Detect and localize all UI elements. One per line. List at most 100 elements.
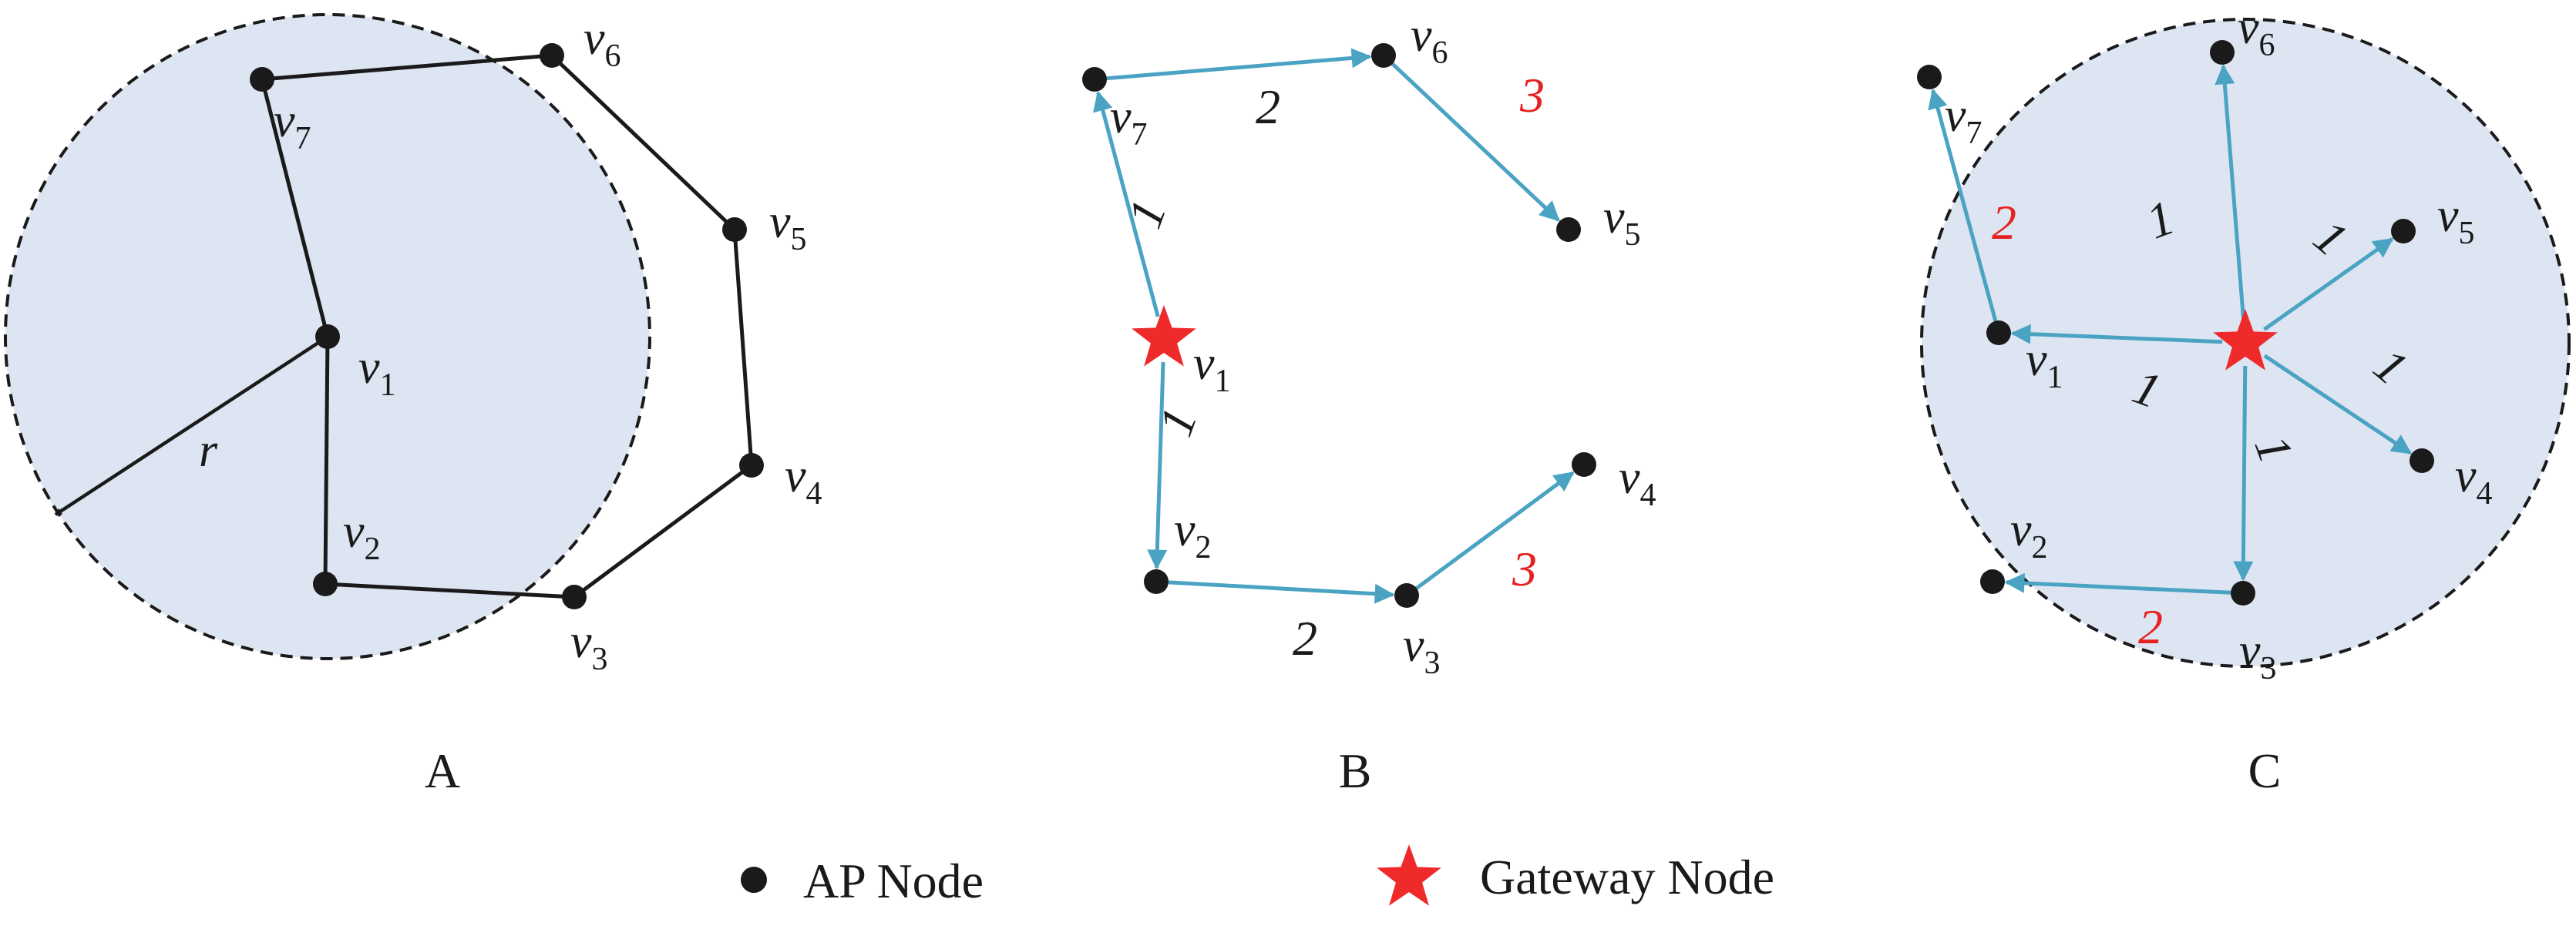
panel-b-node-v3 <box>1394 583 1419 608</box>
panel-b-label-v6-base: v <box>1411 9 1432 62</box>
panel-c-arrow-gw-v1 <box>2010 324 2223 344</box>
panel-c-node-v3 <box>2231 581 2255 606</box>
panel-b-label-v4: v4 <box>1619 451 1656 513</box>
panel-a-link-v1-v7 <box>260 79 330 337</box>
panel-caption-b: B <box>1339 743 1372 798</box>
panel-a-link-v5-v4 <box>732 229 754 466</box>
panel-c-label-v4-subscript: 4 <box>2477 476 2493 512</box>
panel-c-label-v4-base: v <box>2455 450 2477 502</box>
panel-b-label-v6-subscript: 6 <box>1432 35 1448 71</box>
panel-c-label-v7-base: v <box>1945 89 1966 142</box>
panel-b-node-v2 <box>1144 569 1169 594</box>
panel-b-label-v2-base: v <box>1174 504 1196 556</box>
panel-b-node-v7 <box>1082 67 1107 92</box>
panel-b-node-v6 <box>1371 43 1396 68</box>
panel-a-label-v5-base: v <box>769 196 791 248</box>
panel-a-label-v4-subscript: 4 <box>806 476 822 512</box>
panel-c-label-v2-base: v <box>2010 504 2032 556</box>
panel-c-label-v2: v2 <box>2010 504 2048 565</box>
panel-a-label-v6-subscript: 6 <box>605 39 621 74</box>
panel-a-node-v7 <box>250 67 274 92</box>
panel-c-label-v6: v6 <box>2238 2 2275 63</box>
legend-ap-node-label: AP Node <box>803 854 984 908</box>
panel-b-label-v2: v2 <box>1174 504 1212 565</box>
panel-c-label-v1-base: v <box>2026 334 2047 386</box>
panel-caption-c: C <box>2248 743 2282 798</box>
panel-b-label-v4-subscript: 4 <box>1640 478 1656 513</box>
panel-b-label-v5-base: v <box>1603 191 1625 243</box>
panel-b-label-v1-subscript: 1 <box>1215 364 1231 399</box>
panel-a-node-v2 <box>313 572 338 596</box>
panel-c-label-v7-subscript: 7 <box>1966 116 1982 151</box>
panel-b-label-v7-base: v <box>1110 91 1132 143</box>
panel-a-link-v4-v3 <box>573 463 753 599</box>
panel-c-node-v4 <box>2410 448 2434 473</box>
panel-c-weight-v1-v7: 2 <box>1992 195 2016 250</box>
panel-a-label-v3-subscript: 3 <box>592 642 608 677</box>
panel-b-arrow-v1-v7 <box>1093 90 1160 317</box>
panel-a-label-v7-subscript: 7 <box>295 121 311 156</box>
panel-b-label-v7-subscript: 7 <box>1132 117 1148 153</box>
panel-a-label-v1: v1 <box>358 341 396 403</box>
panel-b-label-v5-subscript: 5 <box>1625 217 1641 253</box>
panel-a-node-v1 <box>315 324 340 349</box>
panel-b-arrow-v1-v2 <box>1147 361 1168 570</box>
panel-c-arrow-v3-v2 <box>2004 572 2231 595</box>
legend-ap-node-icon <box>741 867 767 893</box>
panel-a-node-v4 <box>739 453 764 478</box>
panel-c-node-v1 <box>1986 320 2011 345</box>
panel-b-label-v3-base: v <box>1403 619 1424 672</box>
panel-a-radius-arrow <box>54 335 329 516</box>
panel-b-weight-v1-v7: 1 <box>1117 193 1177 234</box>
panel-c-gateway-star <box>2213 309 2278 371</box>
panel-b-arrow-v2-v3 <box>1168 580 1395 604</box>
panel-a-link-v6-v5 <box>550 54 736 231</box>
panel-a-link-v3-v2 <box>325 582 575 599</box>
panel-c-node-v7 <box>1917 65 1942 89</box>
panel-a-label-v5-subscript: 5 <box>791 222 807 257</box>
panel-c-label-v3-subscript: 3 <box>2261 651 2277 686</box>
panel-c-label-v5: v5 <box>2437 190 2475 251</box>
panel-a-label-v5: v5 <box>769 196 807 257</box>
panel-c-arrow-gw-v3 <box>2233 365 2254 582</box>
panel-a-label-v4-base: v <box>785 450 806 502</box>
panel-c-label-v5-subscript: 5 <box>2459 216 2475 251</box>
panel-a-label-v1-base: v <box>358 341 380 394</box>
panel-b-label-v3: v3 <box>1403 619 1441 681</box>
panel-c-label-v1-subscript: 1 <box>2047 360 2063 395</box>
panel-a-label-v3: v3 <box>570 616 608 677</box>
panel-b-gateway-star <box>1132 305 1196 367</box>
panel-c-label-v6-base: v <box>2238 2 2259 54</box>
panel-a-node-v6 <box>540 43 564 68</box>
panel-b-label-v4-base: v <box>1619 451 1640 504</box>
panel-c-arrow-v1-v7 <box>1928 88 1998 322</box>
panel-b-label-v2-subscript: 2 <box>1196 530 1212 565</box>
panel-c-label-v4: v4 <box>2455 450 2493 512</box>
panel-a-link-v2-v1 <box>323 336 330 585</box>
panel-c-weight-v3-v2: 2 <box>2138 599 2163 654</box>
panel-b-label-v6: v6 <box>1411 9 1448 71</box>
panel-c-node-v6 <box>2210 40 2235 65</box>
panel-b-label-v3-subscript: 3 <box>1424 646 1441 681</box>
panel-a-label-v6-base: v <box>583 12 605 65</box>
panel-a-label-v7-base: v <box>274 95 295 147</box>
panel-b-arrow-v3-v4 <box>1415 471 1575 590</box>
legend-gateway-star-icon <box>1377 844 1441 906</box>
panel-a-node-v5 <box>722 217 747 242</box>
panel-a-label-v2-base: v <box>343 505 365 558</box>
panel-c-arrow-gw-v6 <box>2214 64 2246 320</box>
panel-c-label-v1: v1 <box>2026 334 2063 395</box>
panel-b-arrow-v7-v6 <box>1106 48 1372 81</box>
panel-c-label-v2-subscript: 2 <box>2032 530 2048 565</box>
panel-c-label-v3: v3 <box>2239 625 2277 686</box>
panel-c-label-v5-base: v <box>2437 190 2459 242</box>
panel-a-node-v3 <box>562 585 587 609</box>
panel-c-node-v5 <box>2391 219 2416 243</box>
panel-b-label-v1-base: v <box>1193 337 1215 390</box>
panel-c-label-v7: v7 <box>1945 89 1982 151</box>
panel-b-weight-v1-v2: 1 <box>1148 401 1208 442</box>
panel-b-node-v5 <box>1556 217 1581 242</box>
panel-a-label-v4: v4 <box>785 450 822 512</box>
